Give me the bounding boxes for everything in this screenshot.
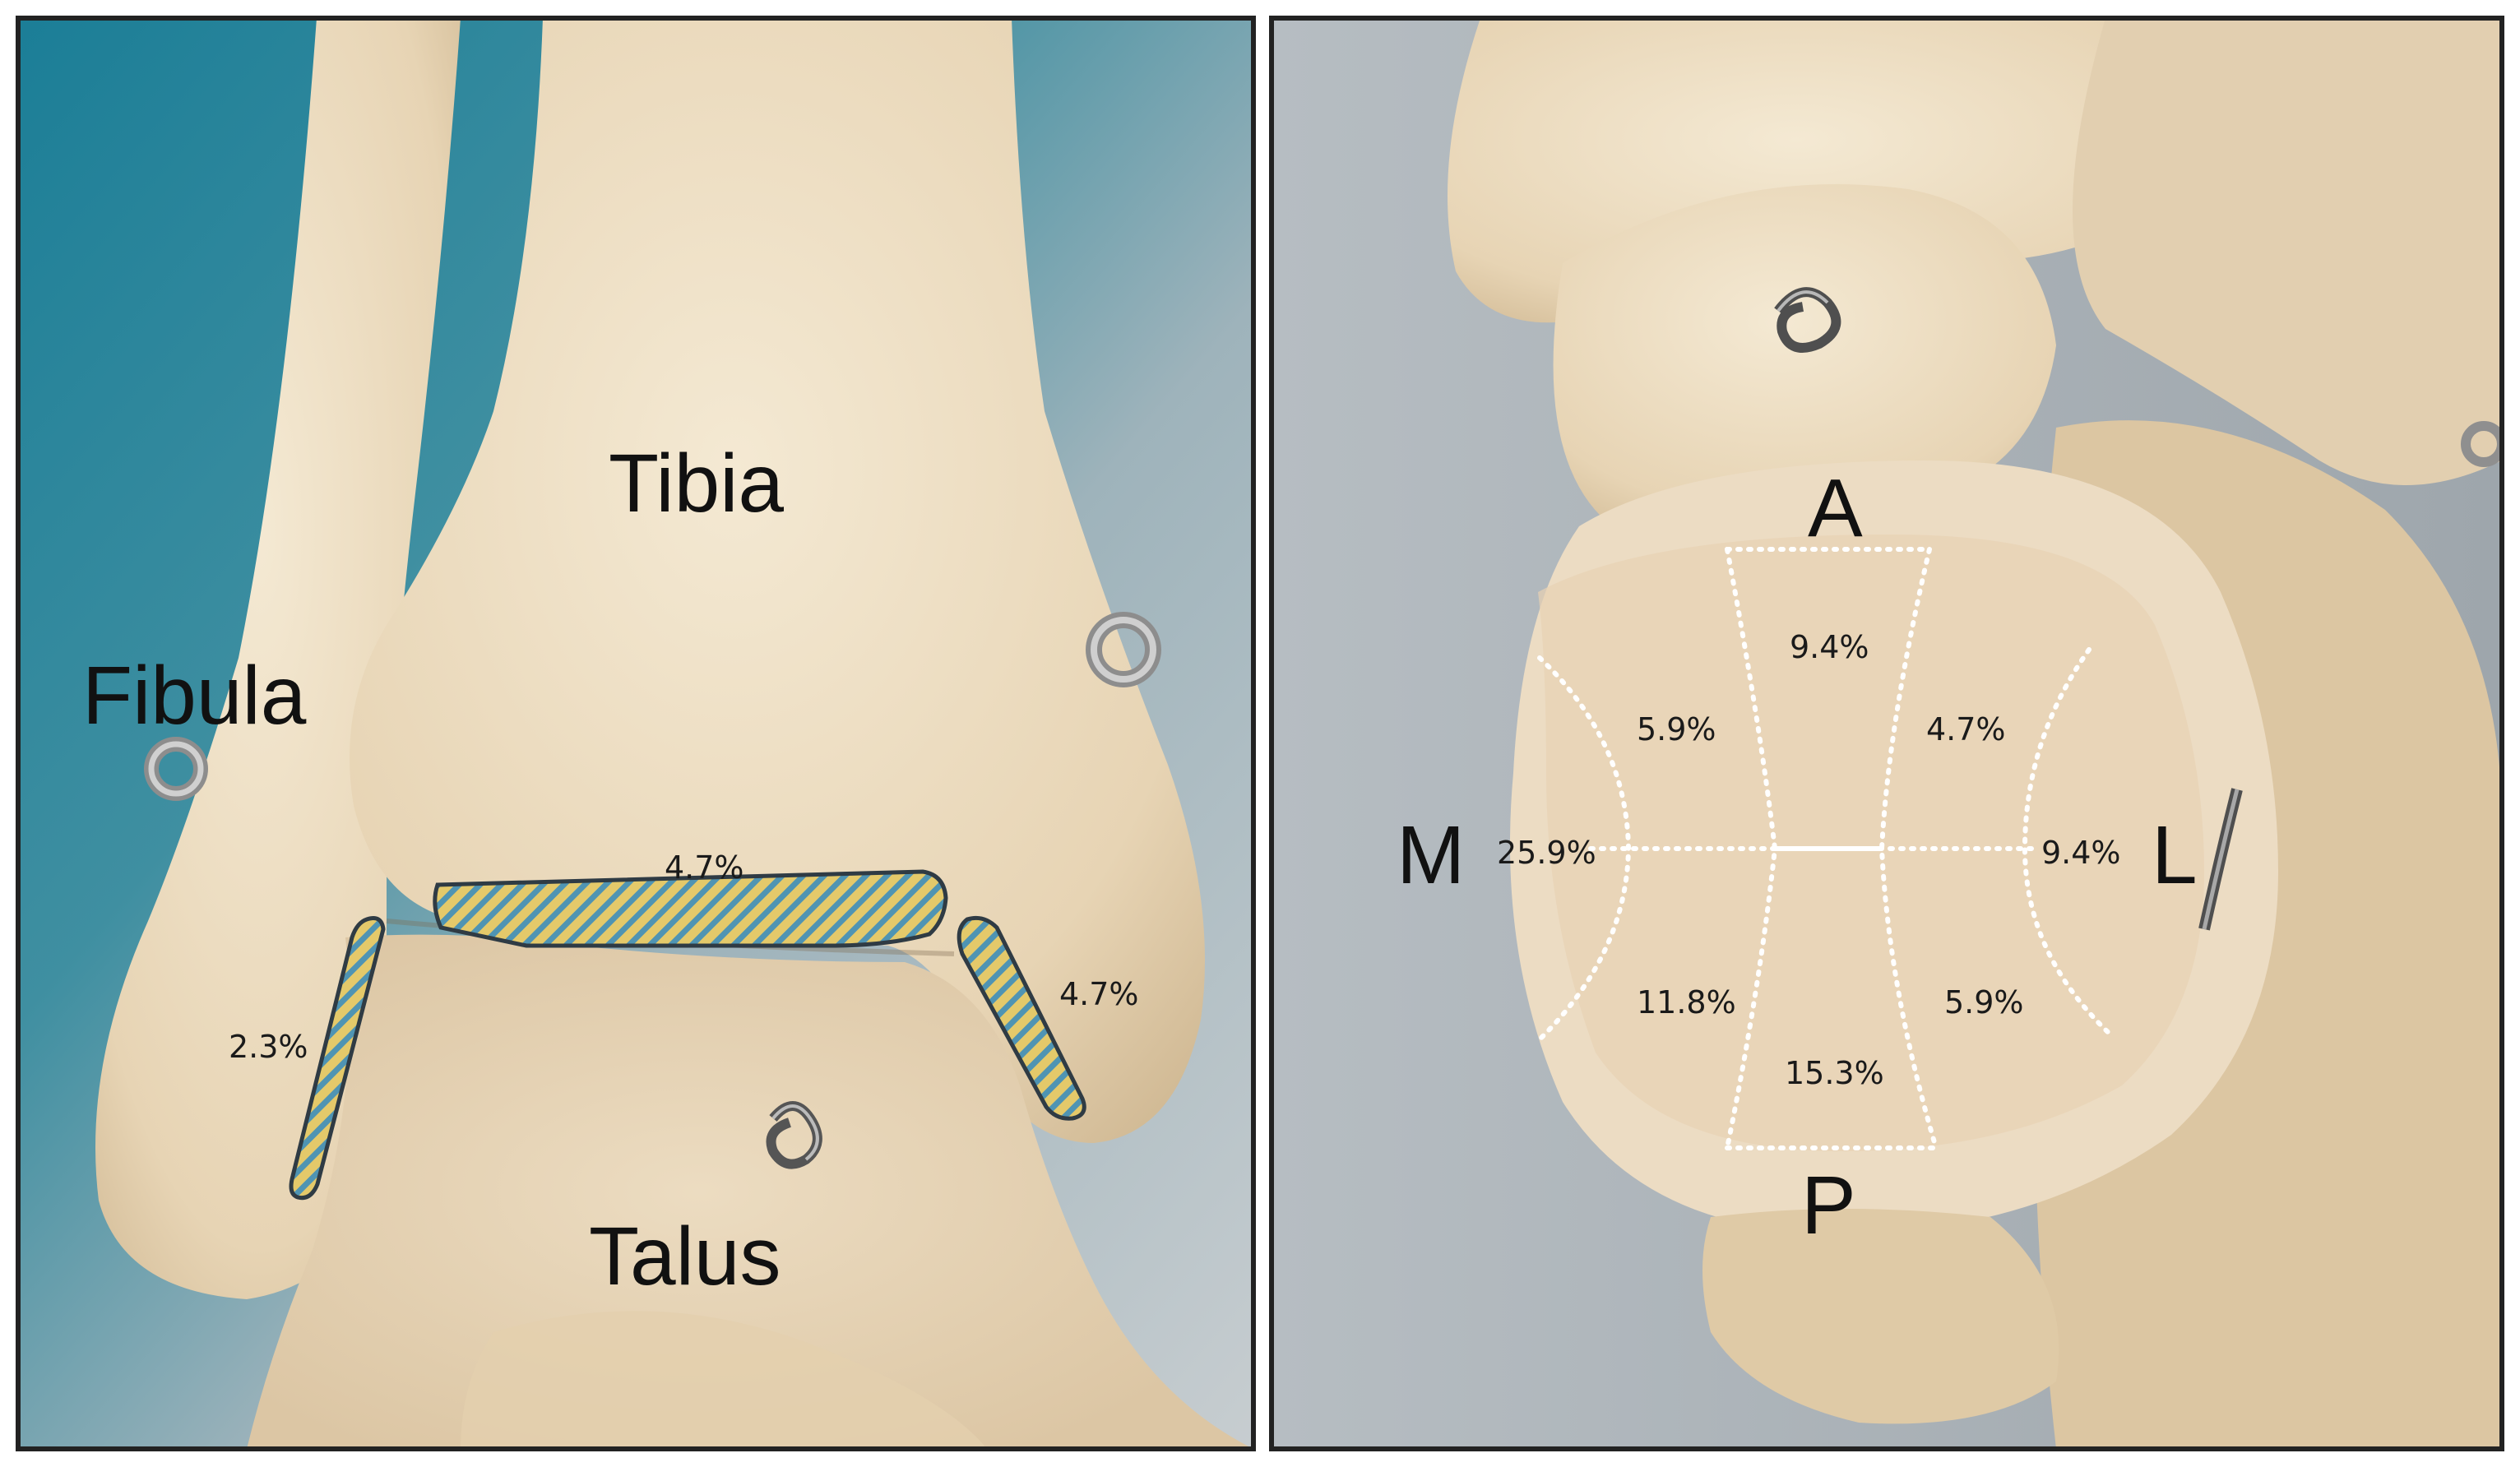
posterior-label: P (1801, 1159, 1856, 1252)
medial-label: M (1397, 809, 1465, 901)
talus-bone (247, 934, 1253, 1449)
zone-posterior-lateral: 5.9% (1944, 984, 2024, 1020)
ring-hardware-edge (2461, 421, 2502, 467)
left-panel-ankle-joint: Tibia Fibula Talus 4.7% 4.7% 2.3% (18, 18, 1253, 1449)
percent-central: 4.7% (665, 849, 744, 886)
zone-posterior-medial: 11.8% (1637, 984, 1736, 1020)
right-panel-talar-dome: A P M L 9.4% 5.9% 4.7% 25.9% 9.4% 11.8% … (1272, 18, 2502, 1449)
tibia-label: Tibia (609, 437, 784, 530)
staple-hardware (2198, 788, 2243, 931)
spring-hardware (766, 1101, 822, 1169)
talar-dome-highlight (1538, 535, 2204, 1151)
percent-lateral-malleolus: 2.3% (229, 1029, 308, 1065)
ring-hardware-right (1086, 612, 1161, 687)
lateral-label: L (2152, 809, 2198, 901)
zone-anterior-central: 9.4% (1790, 629, 1869, 665)
zone-medial: 25.9% (1497, 835, 1596, 871)
ring-hardware-left (144, 737, 208, 801)
tibia-bone (350, 18, 1205, 1143)
left-panel-border (16, 16, 1256, 1451)
anterior-label: A (1808, 462, 1863, 554)
hatch-region-central (433, 869, 948, 948)
cuneiform-bones (2073, 18, 2502, 485)
zone-anterior-medial: 5.9% (1637, 711, 1716, 747)
zone-anterior-lateral: 4.7% (1926, 711, 2006, 747)
zone-posterior-central: 15.3% (1785, 1055, 1884, 1091)
talus-label: Talus (589, 1210, 781, 1303)
talus-neck (461, 1311, 987, 1449)
posterior-talus (1702, 1209, 2059, 1424)
percent-medial-malleolus: 4.7% (1059, 976, 1139, 1012)
right-panel-border (1269, 16, 2504, 1451)
hatch-region-medial-malleolus (957, 915, 1086, 1121)
fibula-label: Fibula (82, 650, 307, 742)
spring-hardware-right (1774, 287, 1841, 353)
hatch-region-lateral-malleolus (289, 916, 386, 1201)
talus-neck-right (1553, 184, 2056, 526)
zone-lateral: 9.4% (2041, 835, 2121, 871)
